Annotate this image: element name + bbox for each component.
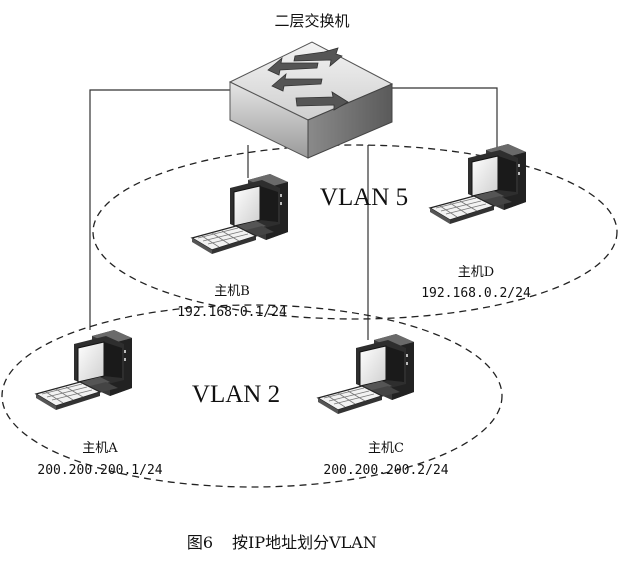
link-switch-host-a <box>89 89 232 330</box>
host-d-name: 主机D <box>458 265 494 280</box>
host-c-ip: 200.200.200.2/24 <box>323 463 448 478</box>
link-switch-host-d <box>390 87 498 150</box>
vlan5-boundary <box>92 144 618 320</box>
vlan5-label: VLAN 5 <box>320 184 408 211</box>
figure-number: 图6 <box>187 533 213 552</box>
switch-label: 二层交换机 <box>274 12 349 30</box>
host-d-computer-icon <box>429 143 527 225</box>
vlan2-boundary <box>1 304 503 488</box>
host-c-computer-icon <box>317 333 415 415</box>
layer2-switch-icon <box>228 41 394 159</box>
host-b-name: 主机B <box>214 284 250 299</box>
host-b-ip: 192.168.0.1/24 <box>177 305 287 320</box>
host-a-ip: 200.200.200.1/24 <box>37 463 162 478</box>
host-b <box>191 173 289 255</box>
host-c <box>317 333 415 415</box>
host-d <box>429 143 527 225</box>
host-b-computer-icon <box>191 173 289 255</box>
host-c-name: 主机C <box>368 441 404 456</box>
connection-lines <box>89 87 498 340</box>
host-a-name: 主机A <box>82 441 118 456</box>
vlan2-label: VLAN 2 <box>192 381 280 408</box>
figure-title: 按IP地址划分VLAN <box>232 533 377 552</box>
host-d-ip: 192.168.0.2/24 <box>421 286 531 301</box>
